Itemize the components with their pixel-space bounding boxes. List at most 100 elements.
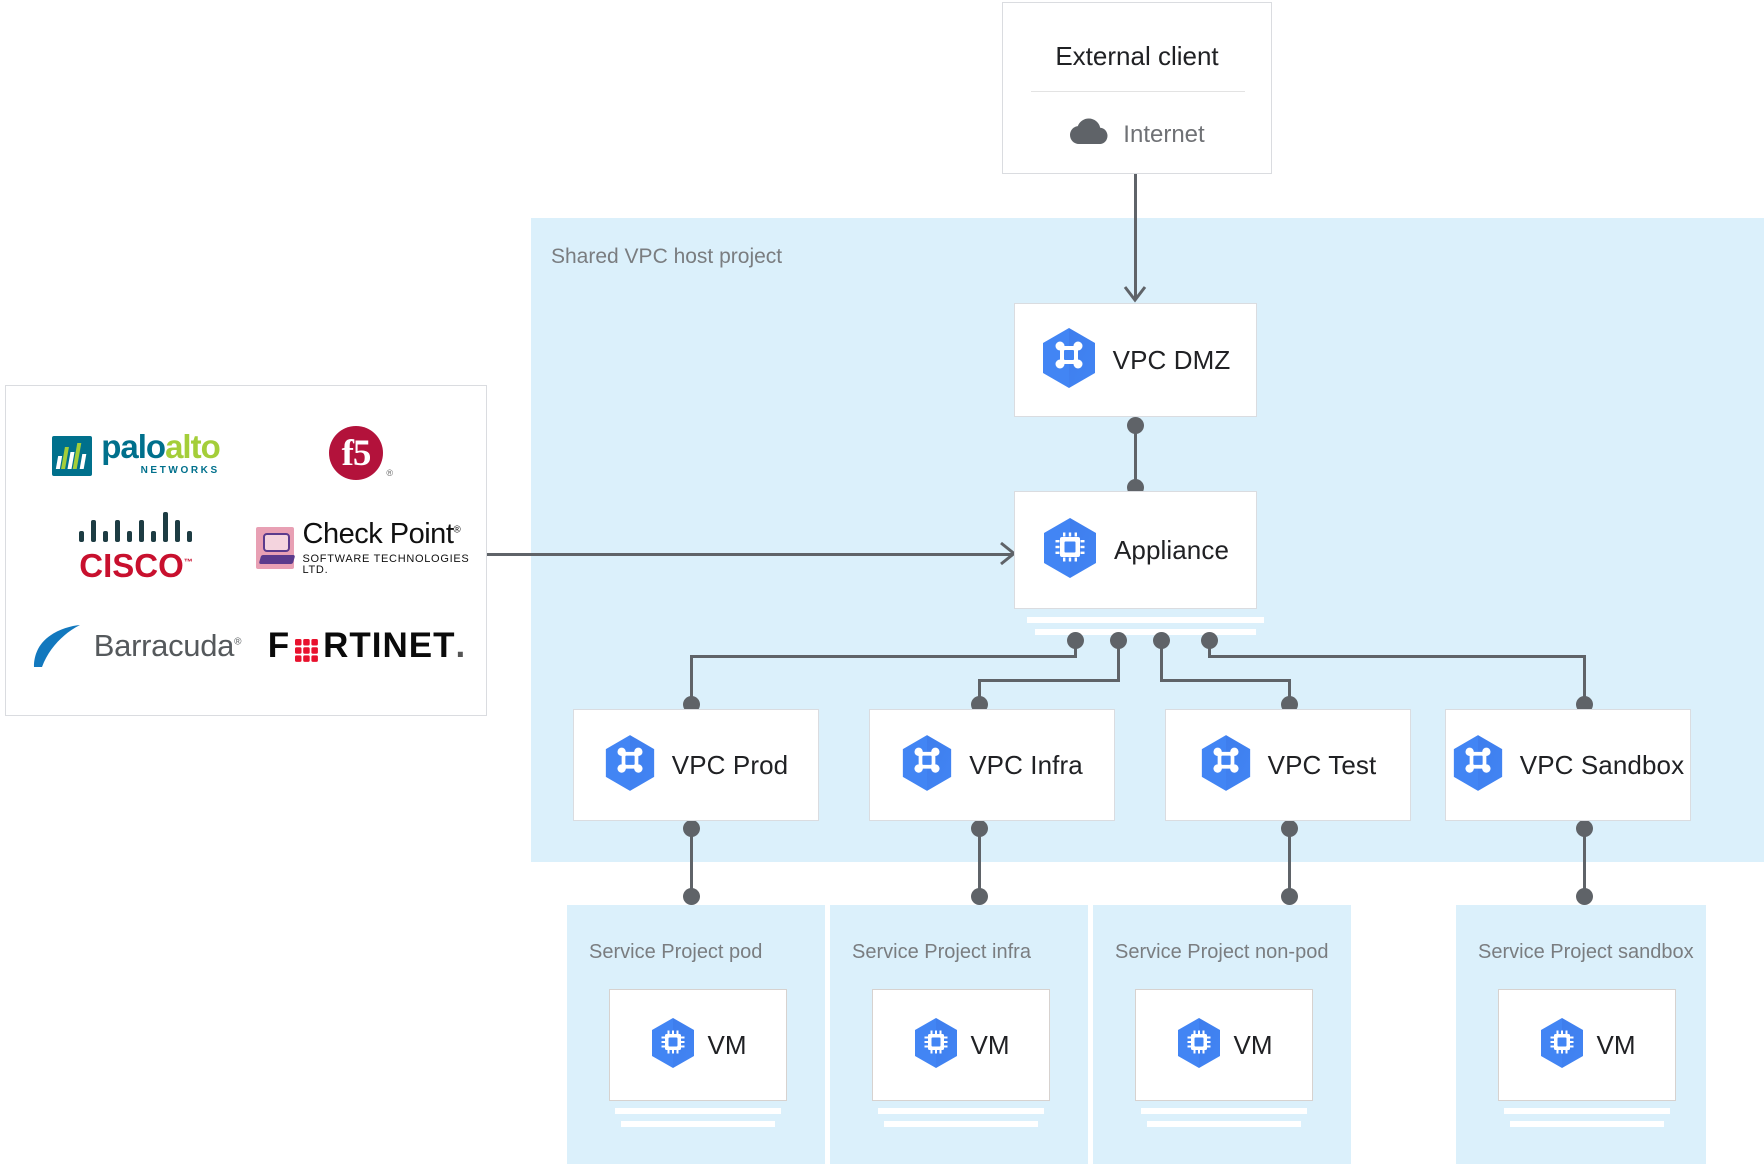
- connector-infra-to-infra: [978, 828, 981, 896]
- external-client-card[interactable]: External client Internet: [1002, 2, 1272, 174]
- f5-trademark: ®: [386, 468, 393, 478]
- shared-vpc-host-label: Shared VPC host project: [551, 245, 783, 268]
- vm-card[interactable]: VM: [872, 989, 1050, 1101]
- connector-dot: [1127, 417, 1144, 434]
- connector-dot: [1576, 888, 1593, 905]
- vpc-infra-label: VPC Infra: [969, 749, 1083, 780]
- connector-dot: [1153, 632, 1170, 649]
- connector-dot: [1201, 632, 1218, 649]
- connector-dot: [683, 888, 700, 905]
- card-stack-line: [1504, 1108, 1670, 1114]
- connector-dot: [1281, 888, 1298, 905]
- palo-alto-mark-icon: [52, 436, 93, 476]
- connector-dmz-to-appliance: [1134, 425, 1137, 487]
- connector-dot: [1576, 696, 1593, 713]
- branch-prod-seg: [690, 655, 693, 703]
- connector-test-to-nonpod: [1288, 828, 1291, 896]
- vm-instance-icon: [913, 1017, 959, 1074]
- service-project-label: Service Project non-pod: [1115, 941, 1329, 963]
- vm-card[interactable]: VM: [609, 989, 787, 1101]
- service-project-infra: Service Project infra: [830, 905, 1088, 1164]
- vpc-test-card[interactable]: VPC Test: [1165, 709, 1411, 821]
- vpc-sandbox-label: VPC Sandbox: [1519, 749, 1685, 780]
- vpc-sandbox-card[interactable]: VPC Sandbox: [1445, 709, 1691, 821]
- service-project-non-pod: Service Project non-pod: [1093, 905, 1351, 1164]
- fortinet-primary-right: RTINET: [323, 626, 456, 665]
- vpc-infra-card[interactable]: VPC Infra: [869, 709, 1115, 821]
- barracuda-primary: Barracuda: [93, 628, 235, 663]
- card-stack-line: [1147, 1121, 1301, 1127]
- connector-client-to-dmz: [1134, 174, 1137, 300]
- branch-test-seg: [1160, 679, 1291, 682]
- appliance-label: Appliance: [1113, 534, 1230, 565]
- service-project-label: Service Project pod: [589, 941, 763, 963]
- connector-dot: [1067, 632, 1084, 649]
- check-point-trademark: ®: [453, 524, 461, 536]
- internet-label: Internet: [1123, 120, 1205, 148]
- f5-mark-icon: f5 ®: [329, 426, 393, 480]
- vm-card[interactable]: VM: [1135, 989, 1313, 1101]
- fortinet-primary-left: F: [267, 626, 291, 665]
- palo-alto-primary: palo: [101, 428, 166, 465]
- branch-sandbox-seg: [1208, 641, 1211, 658]
- vm-instance-icon: [650, 1017, 696, 1074]
- f5-primary: f5: [341, 432, 372, 474]
- arrow-head-dmz: [1123, 286, 1147, 303]
- branch-sandbox-seg: [1583, 655, 1586, 703]
- vendor-logo-fortinet: F: [256, 596, 478, 696]
- branch-infra-seg: [978, 679, 981, 703]
- check-point-mark-icon: [256, 527, 296, 569]
- branch-test-seg: [1288, 679, 1291, 703]
- vpc-network-icon: [901, 734, 953, 797]
- vendor-logo-check-point: Check Point® SOFTWARE TECHNOLOGIES LTD.: [256, 498, 478, 598]
- vm-instance-icon: [1176, 1017, 1222, 1074]
- card-stack-line: [878, 1108, 1044, 1114]
- connector-prod-to-pod: [690, 828, 693, 896]
- vendor-logo-f5: f5 ®: [256, 408, 456, 498]
- service-project-label: Service Project sandbox: [1478, 941, 1694, 963]
- vm-label: VM: [707, 1029, 747, 1060]
- vpc-prod-card[interactable]: VPC Prod: [573, 709, 819, 821]
- vm-label: VM: [1596, 1029, 1636, 1060]
- fortinet-o-mark-icon: [293, 633, 320, 662]
- external-client-title: External client: [1055, 41, 1219, 71]
- vendor-logo-cisco: CISCO™: [28, 498, 244, 598]
- cisco-primary: CISCO: [79, 546, 184, 584]
- vpc-dmz-card[interactable]: VPC DMZ: [1014, 303, 1257, 417]
- barracuda-fin-icon: [31, 624, 83, 668]
- card-stack-line: [1035, 629, 1256, 635]
- vm-label: VM: [970, 1029, 1010, 1060]
- divider: [1031, 91, 1245, 92]
- connector-dot: [1281, 696, 1298, 713]
- connector-dot: [1110, 632, 1127, 649]
- service-project-label: Service Project infra: [852, 941, 1031, 963]
- service-project-pod: Service Project pod: [567, 905, 825, 1164]
- appliance-vendor-panel: paloalto NETWORKS f5 ®: [5, 385, 487, 716]
- vm-card[interactable]: VM: [1498, 989, 1676, 1101]
- card-stack-line: [1027, 617, 1264, 623]
- card-stack-line: [615, 1108, 781, 1114]
- branch-test-seg: [1160, 641, 1163, 682]
- branch-infra-seg: [1117, 641, 1120, 682]
- check-point-primary: Check Point: [302, 518, 454, 550]
- branch-prod-seg: [1074, 641, 1077, 658]
- connector-vendors-to-appliance: [487, 553, 1012, 556]
- vpc-network-icon: [1041, 327, 1097, 394]
- appliance-card[interactable]: Appliance: [1014, 491, 1257, 609]
- connector-sandbox-to-sandbox: [1583, 828, 1586, 896]
- cisco-trademark: ™: [183, 556, 193, 567]
- branch-infra-seg: [978, 679, 1120, 682]
- connector-dot: [683, 696, 700, 713]
- vpc-dmz-label: VPC DMZ: [1112, 344, 1231, 375]
- card-stack-line: [1141, 1108, 1307, 1114]
- branch-sandbox-seg: [1208, 655, 1586, 658]
- cisco-wordmark: CISCO™: [79, 547, 193, 585]
- vpc-network-icon: [1200, 734, 1252, 797]
- card-stack-line: [884, 1121, 1038, 1127]
- card-stack-line: [1510, 1121, 1664, 1127]
- appliance-chip-icon: [1042, 517, 1098, 584]
- palo-alto-secondary: alto: [165, 428, 221, 465]
- vendor-logo-palo-alto: paloalto NETWORKS: [28, 408, 244, 498]
- connector-dot: [971, 696, 988, 713]
